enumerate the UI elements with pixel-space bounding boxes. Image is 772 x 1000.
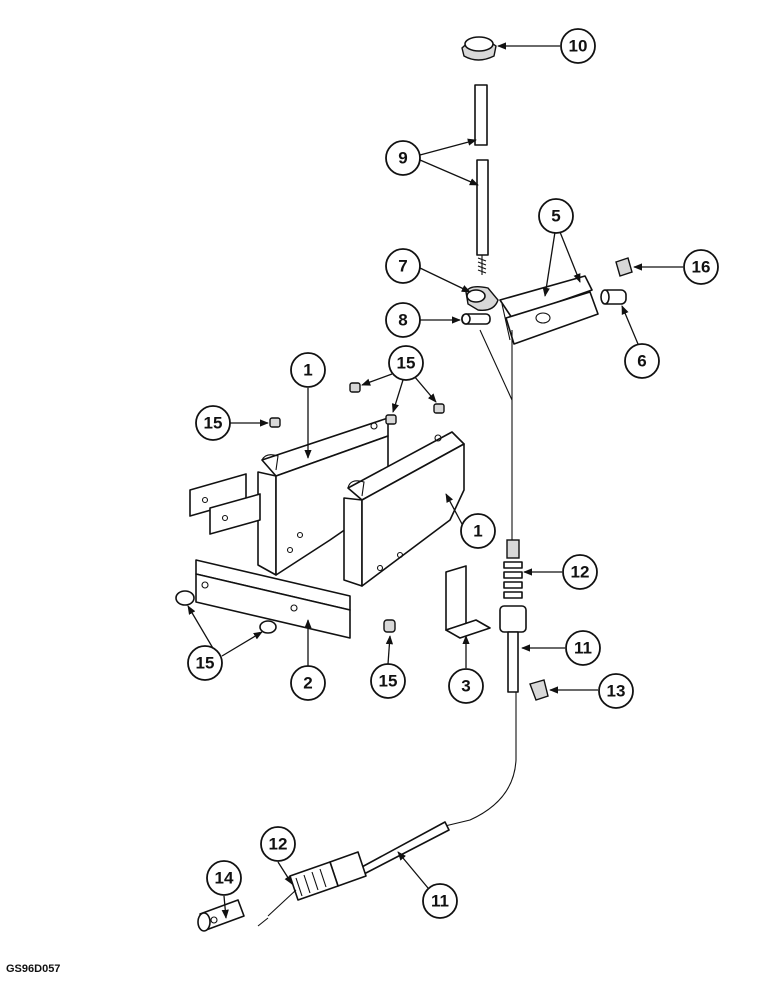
cable-end-upper-part [499, 539, 527, 693]
callout-9: 9 [385, 140, 421, 176]
drawing-code-label: GS96D057 [6, 963, 61, 975]
svg-text:13: 13 [607, 682, 626, 701]
svg-text:2: 2 [303, 674, 312, 693]
svg-text:1: 1 [473, 522, 482, 541]
svg-text:11: 11 [431, 892, 449, 911]
lever-plate-part [499, 275, 599, 345]
shift-rod-part [474, 84, 489, 275]
svg-text:15: 15 [204, 414, 223, 433]
svg-text:8: 8 [398, 311, 407, 330]
callout-8: 8 [385, 302, 421, 338]
angle-bracket-part [445, 565, 491, 639]
callout-15-b: 15 [388, 345, 424, 381]
callout-12-b: 12 [260, 826, 296, 862]
callout-15-a: 15 [195, 405, 231, 441]
svg-text:9: 9 [398, 149, 407, 168]
svg-text:12: 12 [269, 835, 288, 854]
svg-text:1: 1 [303, 361, 312, 380]
svg-text:11: 11 [574, 639, 592, 658]
spacer-part [600, 289, 627, 305]
callout-5: 5 [538, 198, 574, 234]
knob-part [461, 36, 497, 61]
svg-text:7: 7 [398, 257, 407, 276]
callout-15-c: 15 [187, 645, 223, 681]
callout-7: 7 [385, 248, 421, 284]
support-bracket-rear-part [257, 417, 389, 576]
svg-text:10: 10 [569, 37, 588, 56]
callout-12-a: 12 [562, 554, 598, 590]
svg-text:5: 5 [551, 207, 560, 226]
bushing-part [465, 285, 499, 311]
cable-clip-part [529, 679, 549, 701]
callout-11-b: 11 [422, 883, 458, 919]
callout-3: 3 [448, 668, 484, 704]
callout-6: 6 [624, 343, 660, 379]
leader-lines [187, 42, 683, 919]
callout-14: 14 [206, 860, 242, 896]
lock-nuts-part [175, 382, 445, 634]
svg-text:15: 15 [196, 654, 215, 673]
svg-text:14: 14 [215, 869, 234, 888]
mounting-tabs-part [189, 473, 261, 535]
callout-16: 16 [683, 249, 719, 285]
callout-1-a: 1 [290, 352, 326, 388]
callout-2: 2 [290, 665, 326, 701]
callout-11-a: 11 [565, 630, 601, 666]
nut-part [615, 257, 633, 277]
callout-15-d: 15 [370, 663, 406, 699]
callout-13: 13 [598, 673, 634, 709]
control-cable-part [257, 329, 517, 927]
svg-text:15: 15 [397, 354, 416, 373]
callout-1-b: 1 [460, 513, 496, 549]
support-bracket-front-part [343, 431, 465, 587]
svg-text:3: 3 [461, 677, 470, 696]
callout-10: 10 [560, 28, 596, 64]
svg-text:15: 15 [379, 672, 398, 691]
clevis-part [197, 899, 245, 932]
cable-end-lower-part [267, 851, 367, 917]
svg-text:12: 12 [571, 563, 590, 582]
svg-text:16: 16 [692, 258, 711, 277]
pin-part [461, 313, 491, 325]
svg-text:6: 6 [637, 352, 646, 371]
